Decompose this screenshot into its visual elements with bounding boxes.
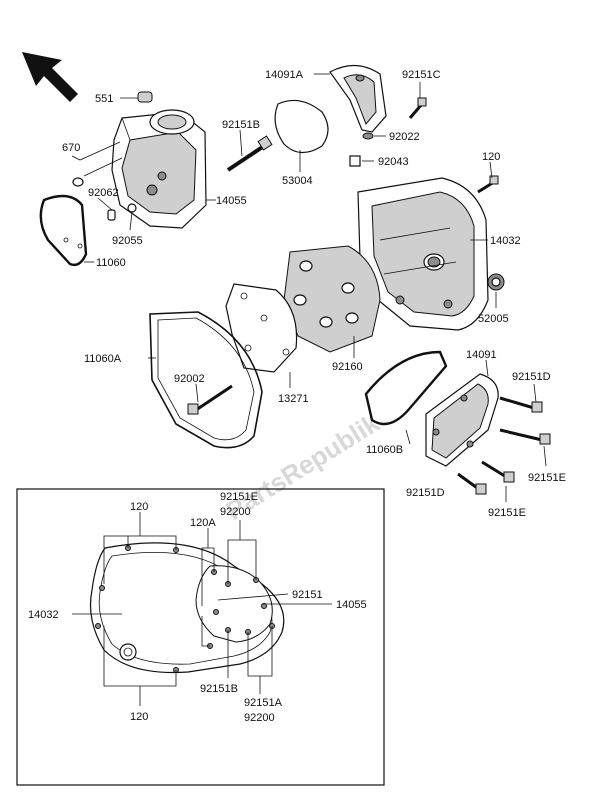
label-14032-top: 14032 bbox=[490, 235, 521, 247]
label-92002: 92002 bbox=[174, 373, 205, 385]
label-92151E-a: 92151E bbox=[528, 472, 566, 484]
label-92151D-b: 92151D bbox=[406, 487, 445, 499]
label-14091: 14091 bbox=[466, 349, 497, 361]
label-11060A: 11060A bbox=[84, 353, 122, 365]
inset-label-92151E: 92151E bbox=[220, 491, 258, 503]
label-11060B: 11060B bbox=[366, 444, 403, 456]
part-92151D-bolt-a bbox=[499, 396, 543, 413]
label-92151B-top: 92151B bbox=[222, 119, 260, 131]
inset-label-92200-bottom: 92200 bbox=[244, 712, 275, 724]
part-52005-seal bbox=[487, 273, 505, 291]
inset-label-120-bottom: 120 bbox=[130, 711, 148, 723]
part-14091-cover bbox=[425, 373, 499, 467]
label-92151D-a: 92151D bbox=[512, 371, 551, 383]
label-14055-top: 14055 bbox=[216, 195, 247, 207]
inset-label-14032: 14032 bbox=[28, 609, 59, 621]
label-92022: 92022 bbox=[389, 131, 420, 143]
part-11060B-gasket bbox=[364, 350, 448, 426]
part-92151D-bolt-b bbox=[457, 472, 487, 495]
part-14032-cover bbox=[357, 177, 489, 331]
label-92043: 92043 bbox=[378, 156, 409, 168]
label-551: 551 bbox=[95, 93, 113, 105]
label-92151E-b: 92151E bbox=[488, 507, 526, 519]
inset-label-92151A: 92151A bbox=[244, 697, 283, 709]
part-11060A-gasket bbox=[149, 311, 263, 449]
part-92062-pin bbox=[107, 209, 116, 221]
inset-label-120A: 120A bbox=[190, 517, 216, 529]
part-14055-cover bbox=[111, 109, 207, 229]
part-11060-gasket bbox=[39, 194, 88, 267]
part-92151E-bolt-a bbox=[499, 428, 551, 445]
part-120-bolt bbox=[477, 175, 499, 194]
part-92151C-bolt bbox=[408, 97, 427, 119]
label-53004: 53004 bbox=[282, 175, 313, 187]
label-120-top: 120 bbox=[482, 151, 500, 163]
inset-label-120-top: 120 bbox=[130, 501, 148, 513]
inset-label-92151B: 92151B bbox=[200, 683, 238, 695]
part-551-plug bbox=[120, 91, 153, 103]
label-670: 670 bbox=[62, 142, 80, 154]
inset-label-92200-top: 92200 bbox=[220, 506, 251, 518]
part-92055-oring bbox=[127, 203, 137, 213]
label-11060: 11060 bbox=[96, 257, 126, 269]
label-14091A: 14091A bbox=[265, 69, 304, 81]
label-92055: 92055 bbox=[112, 235, 143, 247]
part-92151E-bolt-b bbox=[481, 460, 515, 483]
label-13271: 13271 bbox=[278, 393, 309, 405]
part-92160-damper bbox=[283, 245, 381, 353]
inset-label-92151: 92151 bbox=[292, 589, 323, 601]
part-92151B-bolt bbox=[226, 135, 273, 172]
label-52005: 52005 bbox=[478, 313, 509, 325]
front-direction-arrow-icon bbox=[22, 52, 78, 102]
part-92002-bolt bbox=[187, 384, 233, 415]
label-92151C: 92151C bbox=[402, 69, 441, 81]
part-92043-collar bbox=[349, 155, 361, 167]
inset-label-14055: 14055 bbox=[336, 599, 367, 611]
part-670-oring bbox=[72, 177, 84, 187]
inset-bolt-layout-box bbox=[16, 488, 385, 786]
label-92062: 92062 bbox=[88, 187, 119, 199]
part-92022-washer bbox=[362, 132, 374, 140]
part-14091A-cover bbox=[329, 64, 387, 133]
label-92160: 92160 bbox=[332, 361, 363, 373]
part-53004-pad bbox=[274, 99, 329, 154]
